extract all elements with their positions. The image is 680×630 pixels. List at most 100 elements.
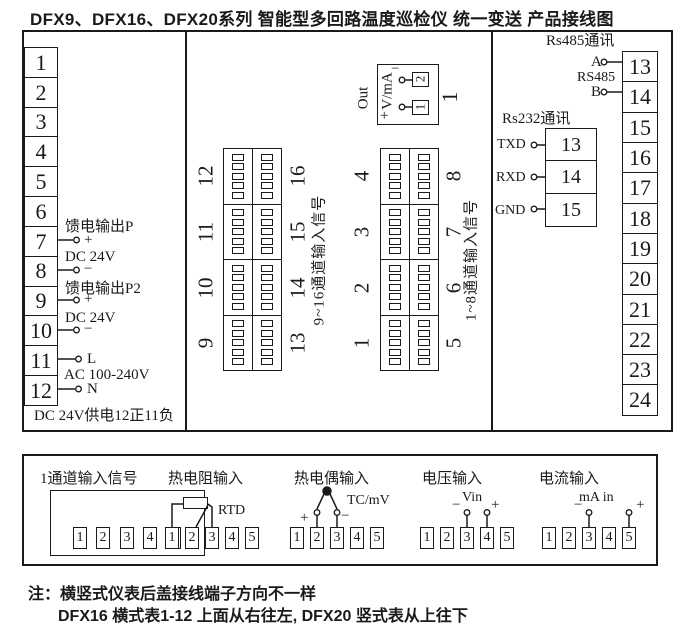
g5-terminal-2: 2 [562, 527, 576, 549]
g2-terminal-1: 1 [165, 527, 179, 549]
terminal-4: 4 [24, 136, 58, 168]
v-plus-sign: + [491, 497, 500, 513]
ma-minus-sign: − [574, 497, 583, 513]
terminal-15: 15 [622, 111, 658, 144]
panel-divider-right [491, 30, 493, 432]
v-minus-sign: − [452, 497, 461, 513]
g3-terminal-4: 4 [350, 527, 364, 549]
feed-output-p-label: 馈电输出P [65, 219, 134, 235]
g1-terminal-1: 1 [73, 527, 87, 549]
rs232-terminal-14: 14 [545, 160, 597, 195]
live-label: L [87, 351, 97, 367]
pin-group [381, 260, 409, 315]
ch9-number: 9 [193, 337, 218, 349]
pin-group [252, 149, 281, 204]
output-terminal-2: 2 [412, 75, 428, 83]
g3-terminal-1: 1 [290, 527, 304, 549]
terminal-21: 21 [622, 293, 658, 326]
g3-terminal-2: 2 [310, 527, 324, 549]
ch4-number: 4 [349, 170, 374, 182]
g2-terminal-5: 5 [245, 527, 259, 549]
g1-terminal-3: 3 [120, 527, 134, 549]
g2-terminal-4: 4 [225, 527, 239, 549]
pin-group [224, 149, 252, 204]
pin-group [252, 260, 281, 315]
pin-group [224, 205, 252, 260]
ch5-number: 5 [441, 337, 466, 349]
terminal-7: 7 [24, 225, 58, 258]
minus-sign-8: − [84, 261, 93, 277]
terminal-5: 5 [24, 166, 58, 198]
rtd-tag: RTD [218, 503, 246, 518]
pin-group [381, 316, 409, 371]
panel-divider-left [185, 30, 187, 432]
connector-block-9-16 [223, 148, 282, 371]
output-terminal-1: 1 [412, 103, 428, 111]
g2-terminal-2: 2 [185, 527, 199, 549]
pin-group [252, 204, 281, 259]
terminal-column-1-12: 1 2 3 4 5 6 7 8 9 10 11 12 [24, 47, 58, 407]
terminal-18: 18 [622, 202, 658, 235]
note-line-2: DFX16 横式表1-12 上面从右往左, DFX20 竖式表从上往下 [58, 608, 468, 625]
rs485-mid-label: RS485 [577, 70, 616, 85]
rs232-txd-label: TXD [497, 137, 526, 152]
terminal-11: 11 [24, 345, 58, 377]
g2-terminal-3: 3 [205, 527, 219, 549]
rs485-title: Rs485通讯 [546, 33, 615, 49]
terminal-20: 20 [622, 263, 658, 296]
pin-group [252, 315, 281, 370]
g4-terminal-4: 4 [480, 527, 494, 549]
output-minus-sign: − [391, 61, 400, 77]
ma-plus-sign: + [636, 497, 645, 513]
rs232-terminal-15: 15 [545, 192, 597, 227]
terminal-23: 23 [622, 354, 658, 387]
ch3-number: 3 [349, 226, 374, 238]
dc24v-label-1: DC 24V [65, 249, 116, 265]
group3-title: 热电偶输入 [294, 471, 370, 487]
terminal-17: 17 [622, 172, 658, 205]
main-panel-frame [22, 30, 673, 432]
out-label: Out [355, 86, 372, 110]
minus-sign-10: − [84, 321, 93, 337]
connector-block-1-8 [380, 148, 439, 371]
rs485-line-a: A [591, 54, 602, 70]
pin-group [381, 149, 409, 204]
g1-terminal-4: 4 [143, 527, 157, 549]
rs232-rxd-label: RXD [496, 170, 526, 185]
g4-terminal-5: 5 [500, 527, 514, 549]
ac-range-label: AC 100-240V [64, 367, 150, 383]
ch7-number: 7 [441, 226, 466, 238]
g4-terminal-2: 2 [440, 527, 454, 549]
output-channel-label: 1 [437, 91, 462, 103]
ch6-number: 6 [441, 282, 466, 294]
terminal-3: 3 [24, 106, 58, 139]
connector-9-16-label: 9~16通道输入信号 [311, 194, 328, 326]
connector-1-8-label: 1~8通道输入信号 [463, 198, 480, 322]
group2-title: 热电阻输入 [168, 471, 244, 487]
rs232-terminal-stack: 13 14 15 [545, 128, 597, 227]
terminal-2: 2 [24, 76, 58, 109]
terminal-column-13-24: 13 14 15 16 17 18 19 20 21 22 23 24 [622, 51, 658, 417]
terminal-14: 14 [622, 81, 658, 114]
plus-sign-9: + [84, 291, 93, 307]
pin-group [409, 260, 438, 315]
group5-title: 电流输入 [539, 471, 600, 487]
pin-group [409, 149, 438, 204]
ch13-number: 13 [285, 332, 310, 354]
rs485-line-b: B [591, 84, 602, 100]
g3-terminal-3: 3 [330, 527, 344, 549]
g5-terminal-4: 4 [602, 527, 616, 549]
terminal-9: 9 [24, 285, 58, 317]
pin-group [409, 315, 438, 370]
group1-title: 1通道输入信号 [40, 471, 138, 487]
g4-terminal-1: 1 [420, 527, 434, 549]
terminal-24: 24 [622, 384, 658, 417]
note-line-1: 注：横竖式仪表后盖接线端子方向不一样 [28, 586, 317, 603]
vma-label: V/mA [379, 72, 396, 110]
pin-group [224, 316, 252, 371]
terminal-6: 6 [24, 196, 58, 228]
rs232-gnd-label: GND [495, 203, 526, 218]
tc-minus-sign: − [341, 508, 350, 524]
dc24v-label-2: DC 24V [65, 310, 116, 326]
terminal-8: 8 [24, 255, 58, 288]
